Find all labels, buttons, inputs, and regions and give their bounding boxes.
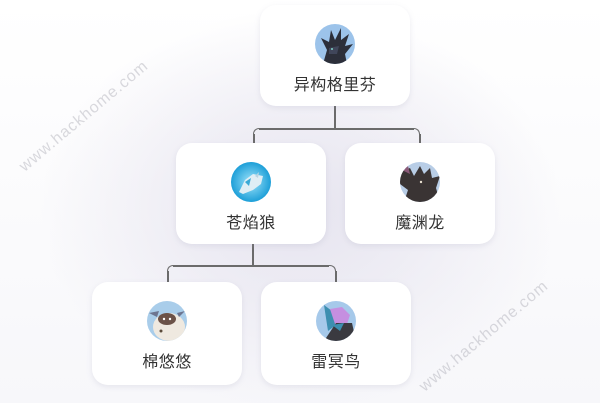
node-label: 异构格里芬 [293, 75, 377, 94]
node-root[interactable]: 异构格里芬 [260, 5, 410, 106]
watermark-bottom-right: www.hackhome.com [416, 277, 552, 396]
thunder-bird-avatar-icon [316, 301, 356, 341]
blue-flame-wolf-avatar-icon [231, 162, 271, 202]
node-level2-right[interactable]: 雷冥鸟 [261, 282, 411, 385]
node-label: 魔渊龙 [395, 213, 445, 232]
node-label: 棉悠悠 [142, 352, 192, 371]
watermark-top-left: www.hackhome.com [16, 57, 152, 176]
node-level2-left[interactable]: 棉悠悠 [92, 282, 242, 385]
cotton-sheep-avatar-icon [147, 301, 187, 341]
node-label: 苍焰狼 [226, 213, 276, 232]
black-griffin-avatar-icon [315, 24, 355, 64]
node-level1-right[interactable]: 魔渊龙 [345, 143, 495, 244]
node-label: 雷冥鸟 [311, 352, 361, 371]
abyss-dragon-avatar-icon [400, 162, 440, 202]
node-level1-left[interactable]: 苍焰狼 [176, 143, 326, 244]
